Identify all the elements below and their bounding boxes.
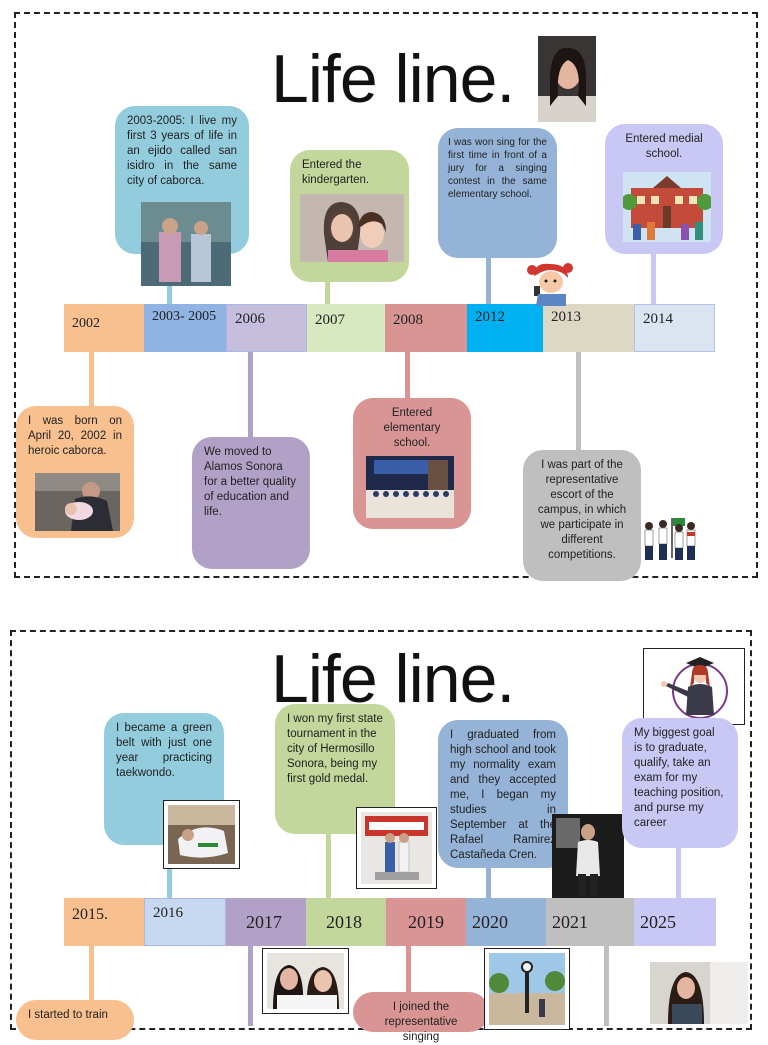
timeline-panel-1 bbox=[14, 12, 758, 578]
year-2019: 2019 bbox=[386, 898, 466, 946]
event-2019: I joined the representative singing bbox=[353, 992, 489, 1043]
year-2016: 2016 bbox=[144, 898, 226, 946]
graduate-illustration bbox=[643, 648, 745, 725]
year-2006: 2006 bbox=[226, 304, 307, 352]
event-2016: I became a green belt with just one year… bbox=[104, 713, 224, 845]
elementary-group-photo bbox=[366, 456, 454, 518]
kindergarten-photo bbox=[300, 194, 404, 262]
connector bbox=[167, 868, 172, 898]
year-bar-2: 2015. 2016 2017 2018 2019 2020 2021 2025 bbox=[64, 898, 716, 946]
event-2013: I was part of the representative escort … bbox=[523, 450, 641, 581]
connector bbox=[326, 812, 331, 898]
connector bbox=[89, 352, 94, 408]
year-2014: 2014 bbox=[634, 304, 715, 352]
connector bbox=[89, 946, 94, 1002]
year-2021: 2021 bbox=[546, 898, 634, 946]
event-2025: My biggest goal is to graduate, qualify,… bbox=[622, 718, 738, 848]
year-2018: 2018 bbox=[306, 898, 386, 946]
year-2008: 2008 bbox=[385, 304, 467, 352]
year-2025: 2025 bbox=[634, 898, 716, 946]
year-2003-2005: 2003- 2005 bbox=[144, 304, 226, 352]
year-2007: 2007 bbox=[307, 304, 385, 352]
year-2013: 2013 bbox=[543, 304, 634, 352]
connector bbox=[325, 280, 330, 304]
event-2020: I graduated from high school and took my… bbox=[438, 720, 568, 868]
friends-photo bbox=[262, 948, 349, 1014]
year-2015: 2015. bbox=[64, 898, 144, 946]
event-2006: We moved to Alamos Sonora for a better q… bbox=[192, 437, 310, 569]
escort-illustration bbox=[641, 516, 699, 564]
tournament-photo bbox=[356, 807, 437, 889]
graduation-photo bbox=[552, 814, 624, 898]
connector bbox=[248, 946, 253, 1026]
year-bar-1: 2002 2003- 2005 2006 2007 2008 2012 2013… bbox=[64, 304, 715, 352]
event-2012: I was won sing for the first time in fro… bbox=[438, 128, 557, 258]
connector bbox=[167, 284, 172, 304]
school-illustration bbox=[623, 172, 711, 242]
event-2015: I started to train bbox=[16, 1000, 134, 1040]
connector bbox=[406, 946, 411, 992]
year-2017: 2017 bbox=[226, 898, 306, 946]
childhood-photo bbox=[141, 202, 231, 286]
connector bbox=[651, 254, 656, 304]
connector bbox=[676, 846, 681, 898]
year-2012: 2012 bbox=[467, 304, 543, 352]
connector bbox=[486, 866, 491, 898]
baby-photo bbox=[35, 473, 120, 531]
connector bbox=[248, 352, 253, 438]
taekwondo-photo bbox=[163, 800, 240, 869]
year-2020: 2020 bbox=[466, 898, 546, 946]
year-2002: 2002 bbox=[64, 304, 144, 352]
connector bbox=[604, 946, 609, 1026]
portrait-photo bbox=[538, 36, 596, 122]
page-title-1: Life line. bbox=[271, 41, 515, 117]
connector bbox=[576, 352, 581, 450]
connector bbox=[405, 352, 410, 398]
singing-girl-illustration bbox=[520, 262, 578, 306]
selfie-photo bbox=[650, 962, 748, 1024]
connector bbox=[486, 256, 491, 304]
campus-plaza-photo bbox=[484, 948, 570, 1030]
